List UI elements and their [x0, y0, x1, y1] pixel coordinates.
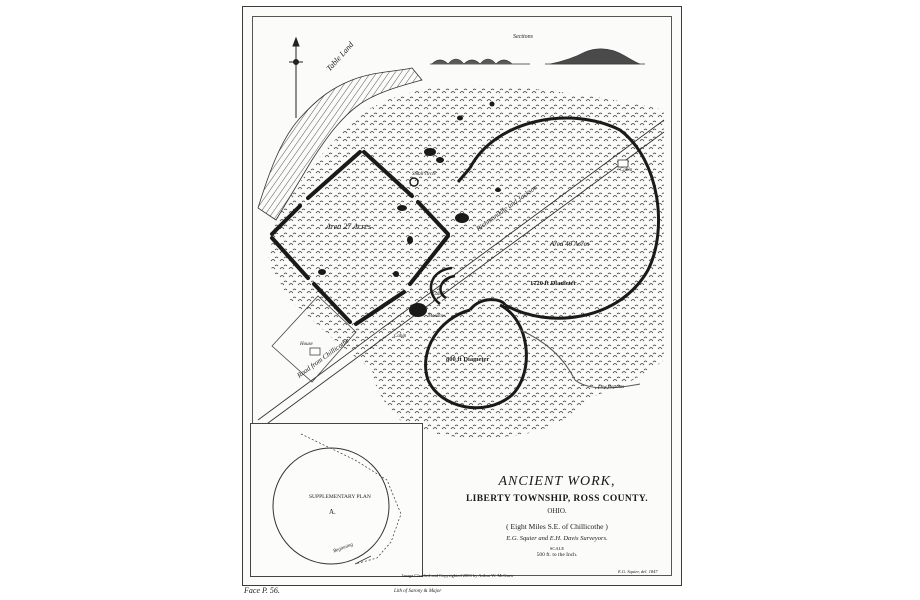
scale-label: SCALE	[549, 546, 565, 551]
map-subtitle: LIBERTY TOWNSHIP, ROSS COUNTY.	[465, 494, 649, 504]
page-reference: Face P. 56.	[244, 586, 280, 595]
large-circle	[468, 116, 660, 320]
small-circle-label: Small circle	[412, 172, 436, 177]
meadow-label: Meadow	[428, 314, 446, 319]
low-bottoms-label: Low Bottoms	[598, 385, 625, 390]
gateway-crescent	[429, 266, 456, 305]
inset-letter: A.	[329, 508, 336, 516]
area-27-label: Area 27 Acres	[326, 222, 372, 231]
sections-profiles	[430, 48, 645, 65]
diameter-large-label: 1720 ft Diameter	[530, 280, 577, 287]
scale-value: 500 ft. to the Inch.	[536, 552, 578, 558]
square-enclosure	[270, 150, 450, 326]
cabin-marker	[617, 159, 629, 168]
bluff-edge	[257, 67, 423, 221]
small-circle	[409, 177, 419, 187]
cabin-label-gateway: Cabin	[432, 292, 445, 297]
house-label: House	[300, 342, 313, 347]
inset-title: SUPPLEMENTARY PLAN	[309, 494, 371, 500]
map-surveyors: E.G. Squier and E.H. Davis Surveyors.	[506, 535, 608, 542]
cabin-label-east: Cabin	[620, 168, 633, 173]
artist-credit: E.G. Squier, del. 1847	[618, 569, 658, 574]
house-plot	[271, 295, 357, 383]
supplementary-plan-inset: SUPPLEMENTARY PLAN A. Beginning	[250, 423, 423, 577]
map-distance: ( Eight Miles S.E. of Chillicothe )	[506, 522, 608, 531]
road	[257, 119, 665, 427]
compass-rose	[289, 36, 303, 118]
sections-label: Sections	[513, 34, 533, 40]
forest-area	[268, 85, 664, 438]
area-40-label: Area 40 Acres	[550, 240, 590, 248]
inset-drawing	[272, 433, 402, 565]
printer-credit: Lith of Sarony & Major	[394, 589, 442, 594]
map-border	[252, 16, 672, 576]
map-state: OHIO.	[547, 507, 567, 515]
stream	[519, 329, 641, 389]
mounds	[318, 101, 501, 317]
cabin-label-south: Cabin	[394, 334, 407, 339]
small-enclosure-circle	[424, 303, 528, 410]
map-title: ANCIENT WORK,	[498, 474, 616, 489]
diameter-small-label: 800 ft Diameter	[446, 356, 490, 363]
copyright-credit: Image Clarified and Copyrighted 2003 by …	[402, 573, 514, 578]
